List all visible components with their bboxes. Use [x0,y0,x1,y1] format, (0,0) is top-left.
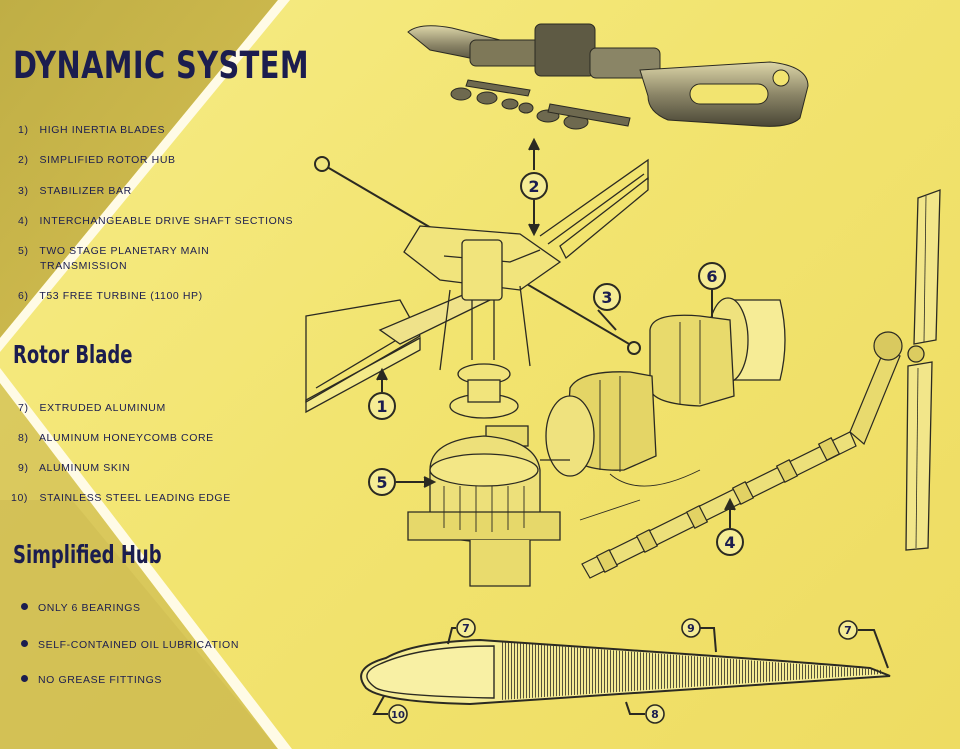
callout-5: 5 [368,468,396,496]
callout-1: 1 [368,392,396,420]
page-title: DYNAMIC SYSTEM [13,44,309,87]
svg-text:8: 8 [651,708,659,721]
transmission [407,435,561,587]
list-item: NO GREASE FITTINGS [21,673,162,688]
rotor-hub-photo [407,23,809,130]
list-item: 10) STAINLESS STEEL LEADING EDGE [11,492,231,504]
tail-rotor [905,189,941,551]
callout-7-left: 7 [456,618,476,638]
callout-4: 4 [716,528,744,556]
list-item: ONLY 6 BEARINGS [21,601,141,616]
callout-markers: 1 2 3 4 5 6 7 [368,172,858,724]
callout-2: 2 [520,172,548,200]
hub-assembly [403,225,562,447]
callout-8: 8 [645,704,665,724]
list-item: 7) EXTRUDED ALUMINUM [18,402,166,414]
callout-9: 9 [681,618,701,638]
drive-shaft [581,331,903,579]
svg-text:10: 10 [391,710,405,721]
svg-text:5: 5 [376,473,387,492]
svg-text:1: 1 [376,397,387,416]
list-item: 9) ALUMINUM SKIN [18,462,131,474]
lower-white-stripe [0,368,292,749]
upper-white-stripe [0,0,290,352]
callout-7-right: 7 [838,620,858,640]
list-item: 4) INTERCHANGEABLE DRIVE SHAFT SECTIONS [18,215,294,227]
svg-text:7: 7 [462,622,470,635]
simplified-hub-heading: Simplified Hub [13,540,162,569]
callout-leaders [372,137,889,715]
callout-3: 3 [593,283,621,311]
callout-10: 10 [388,704,408,724]
bullet-icon [21,640,28,647]
list-item: 1) HIGH INERTIA BLADES [18,124,166,136]
rotor-blade-heading: Rotor Blade [13,340,133,369]
svg-text:6: 6 [706,267,717,286]
bullet-icon [21,603,28,610]
list-item: 6) T53 FREE TURBINE (1100 HP) [18,290,203,302]
list-item: 2) SIMPLIFIED ROTOR HUB [18,154,176,166]
svg-text:2: 2 [528,177,539,196]
svg-text:9: 9 [687,622,695,635]
list-item: 3) STABILIZER BAR [18,185,132,197]
turbine-engine [540,297,786,521]
svg-text:3: 3 [601,288,612,307]
callout-6: 6 [698,262,726,290]
bullet-icon [21,675,28,682]
svg-text:4: 4 [724,533,735,552]
rotor-blade-cross-section [360,638,891,706]
list-item: SELF-CONTAINED OIL LUBRICATION [21,638,239,653]
svg-text:7: 7 [844,624,852,637]
main-rotor-blades [305,158,649,414]
list-item: 8) ALUMINUM HONEYCOMB CORE [18,432,214,444]
